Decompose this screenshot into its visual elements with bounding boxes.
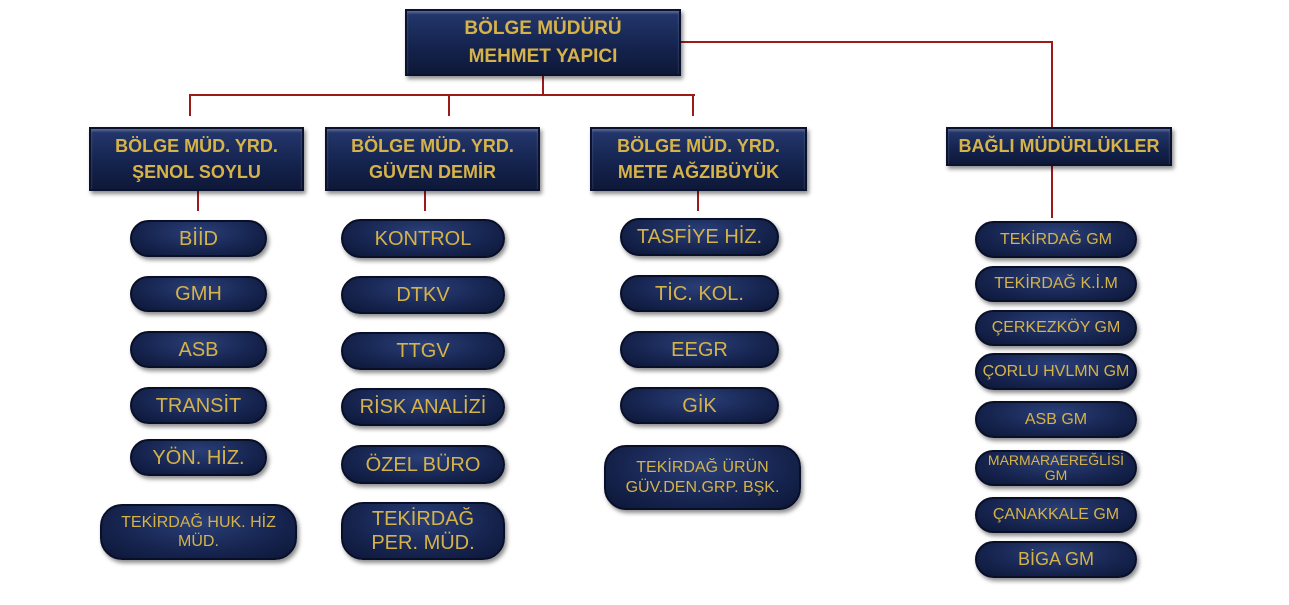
unit-pill: TTGV [341, 332, 505, 370]
unit-label: YÖN. HİZ. [152, 446, 245, 469]
deputy-director-box: BÖLGE MÜD. YRD. ŞENOL SOYLU [89, 127, 304, 191]
unit-pill: GMH [130, 276, 267, 312]
unit-pill: EEGR [620, 331, 779, 368]
unit-label: MARMARAEREĞLİSİ [987, 451, 1125, 468]
unit-label: ASB GM [1024, 410, 1088, 428]
unit-label: TEKİRDAĞ HUK. HİZ [121, 513, 276, 531]
deputy-director-box: BÖLGE MÜD. YRD. GÜVEN DEMİR [325, 127, 540, 191]
affiliated-unit-pill: BİGA GM [975, 541, 1137, 578]
unit-label: ÇANAKKALE GM [992, 506, 1120, 524]
unit-label: KONTROL [374, 227, 472, 250]
unit-pill: TRANSİT [130, 387, 267, 424]
unit-label: ASB [178, 338, 219, 361]
unit-label: RİSK ANALİZİ [359, 396, 487, 418]
connector [1051, 41, 1053, 127]
connector [697, 191, 699, 211]
unit-label: EEGR [671, 338, 728, 361]
unit-pill: GİK [620, 387, 779, 424]
box-title: BÖLGE MÜDÜRÜ [464, 17, 622, 39]
unit-label: GİK [682, 394, 717, 417]
unit-label: TEKİRDAĞ GM [999, 230, 1112, 248]
box-name: GÜVEN DEMİR [368, 162, 496, 182]
unit-label: ÇERKEZKÖY GM [991, 319, 1121, 337]
box-name: MEHMET YAPICI [468, 45, 618, 67]
box-title: BÖLGE MÜD. YRD. [115, 135, 278, 156]
unit-label: TİC. KOL. [655, 282, 744, 305]
connector [189, 94, 695, 96]
unit-label: TEKİRDAĞ [371, 508, 475, 530]
unit-label: GMH [175, 283, 222, 305]
connector [197, 191, 199, 211]
connector [448, 94, 450, 116]
connector [692, 94, 694, 116]
unit-label: TRANSİT [155, 394, 242, 417]
unit-label: TTGV [396, 340, 450, 362]
unit-label: PER. MÜD. [371, 532, 475, 554]
affiliated-unit-pill: TEKİRDAĞ GM [975, 221, 1137, 258]
affiliated-unit-pill: ÇANAKKALE GM [975, 497, 1137, 533]
connector [1051, 166, 1053, 218]
affiliated-unit-pill: ASB GM [975, 401, 1137, 438]
affiliated-unit-pill: ÇORLU HVLMN GM [975, 353, 1137, 390]
affiliated-directorates-box: BAĞLI MÜDÜRLÜKLER [946, 127, 1172, 166]
unit-pill: KONTROL [341, 219, 505, 258]
unit-pill: TASFİYE HİZ. [620, 218, 779, 256]
unit-label: BİİD [179, 227, 218, 250]
unit-label: MÜD. [178, 533, 219, 550]
unit-label: ÖZEL BÜRO [365, 453, 481, 476]
box-title: BÖLGE MÜD. YRD. [351, 135, 514, 156]
unit-pill: ÖZEL BÜRO [341, 445, 505, 484]
affiliated-unit-pill: TEKİRDAĞ K.İ.M [975, 266, 1137, 302]
unit-pill: TEKİRDAĞ HUK. HİZ MÜD. [100, 504, 297, 560]
unit-label: TEKİRDAĞ ÜRÜN [636, 459, 769, 477]
unit-pill: RİSK ANALİZİ [341, 388, 505, 426]
unit-pill: DTKV [341, 276, 505, 314]
unit-pill: BİİD [130, 220, 267, 257]
connector [681, 41, 1053, 43]
unit-label: ÇORLU HVLMN GM [982, 362, 1130, 380]
box-title: BÖLGE MÜD. YRD. [617, 135, 780, 156]
unit-label: DTKV [396, 284, 450, 306]
connector [424, 191, 426, 211]
box-name: METE AĞZIBÜYÜK [617, 162, 780, 182]
connector [542, 76, 544, 96]
unit-pill: ASB [130, 331, 267, 368]
unit-label: GÜV.DEN.GRP. BŞK. [625, 478, 780, 496]
unit-label: TEKİRDAĞ K.İ.M [994, 275, 1118, 293]
unit-label: TASFİYE HİZ. [636, 226, 763, 248]
unit-pill: TİC. KOL. [620, 275, 779, 312]
affiliated-unit-pill: ÇERKEZKÖY GM [975, 310, 1137, 346]
unit-label: GM [1044, 467, 1068, 483]
connector [189, 94, 191, 116]
regional-director-box: BÖLGE MÜDÜRÜ MEHMET YAPICI [405, 9, 681, 76]
box-name: ŞENOL SOYLU [132, 162, 261, 182]
unit-pill: YÖN. HİZ. [130, 439, 267, 476]
unit-label: BİGA GM [1017, 548, 1095, 569]
deputy-director-box: BÖLGE MÜD. YRD. METE AĞZIBÜYÜK [590, 127, 807, 191]
box-title: BAĞLI MÜDÜRLÜKLER [958, 136, 1160, 157]
